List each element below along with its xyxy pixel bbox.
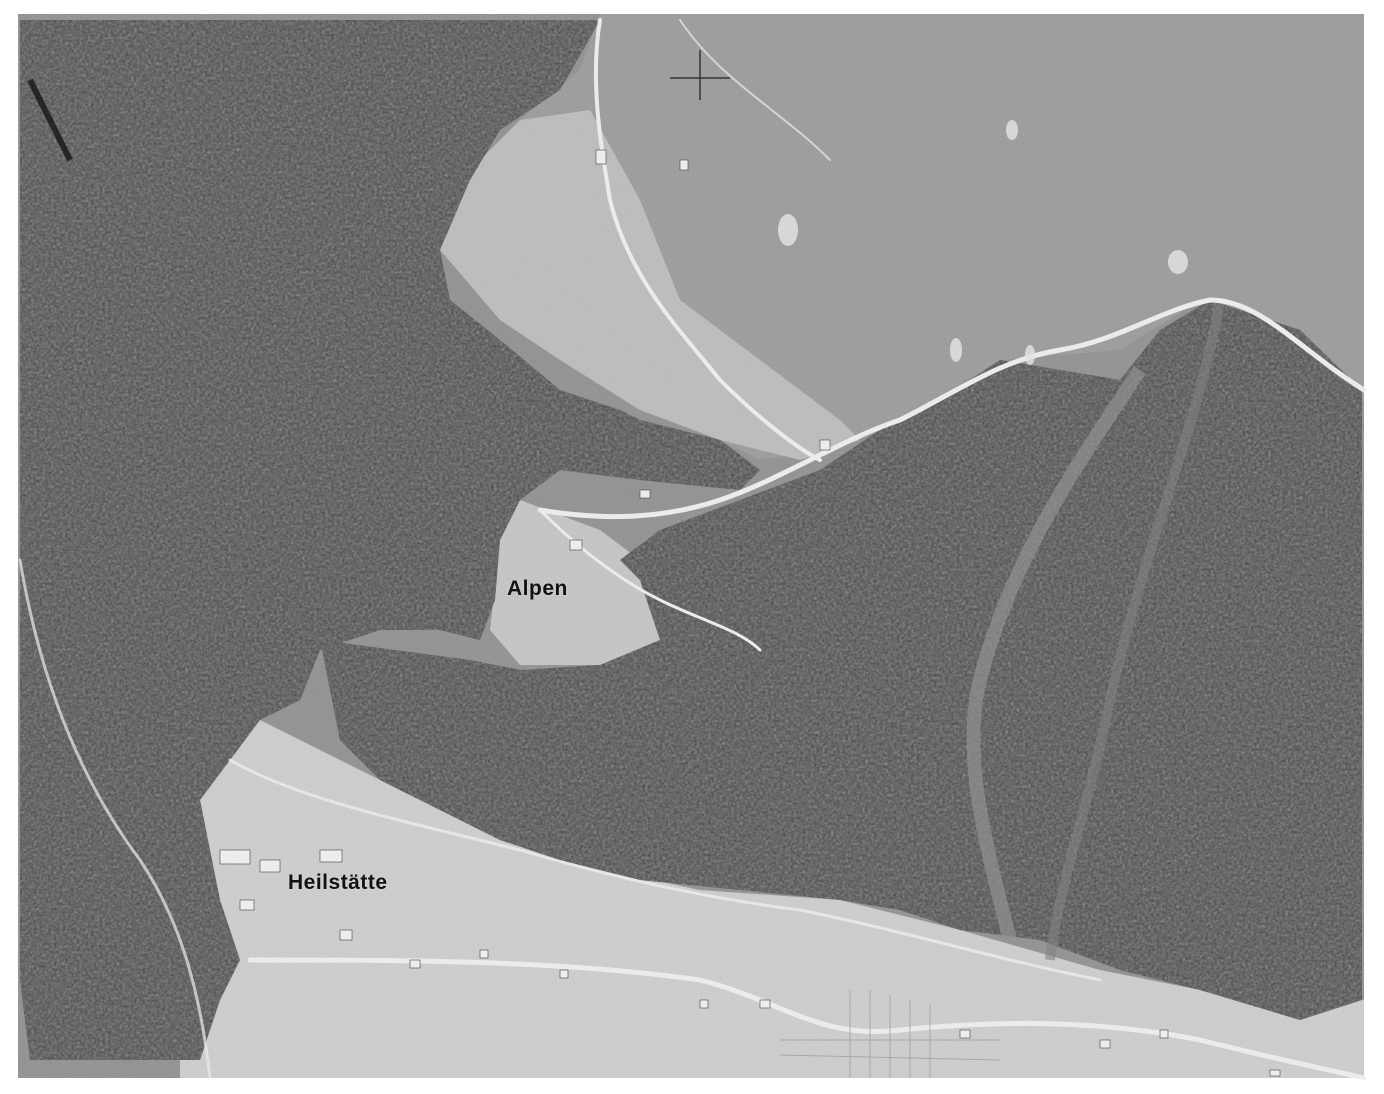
place-label-heilstaette: Heilstätte (288, 871, 388, 894)
place-label-alpen: Alpen (507, 577, 568, 600)
